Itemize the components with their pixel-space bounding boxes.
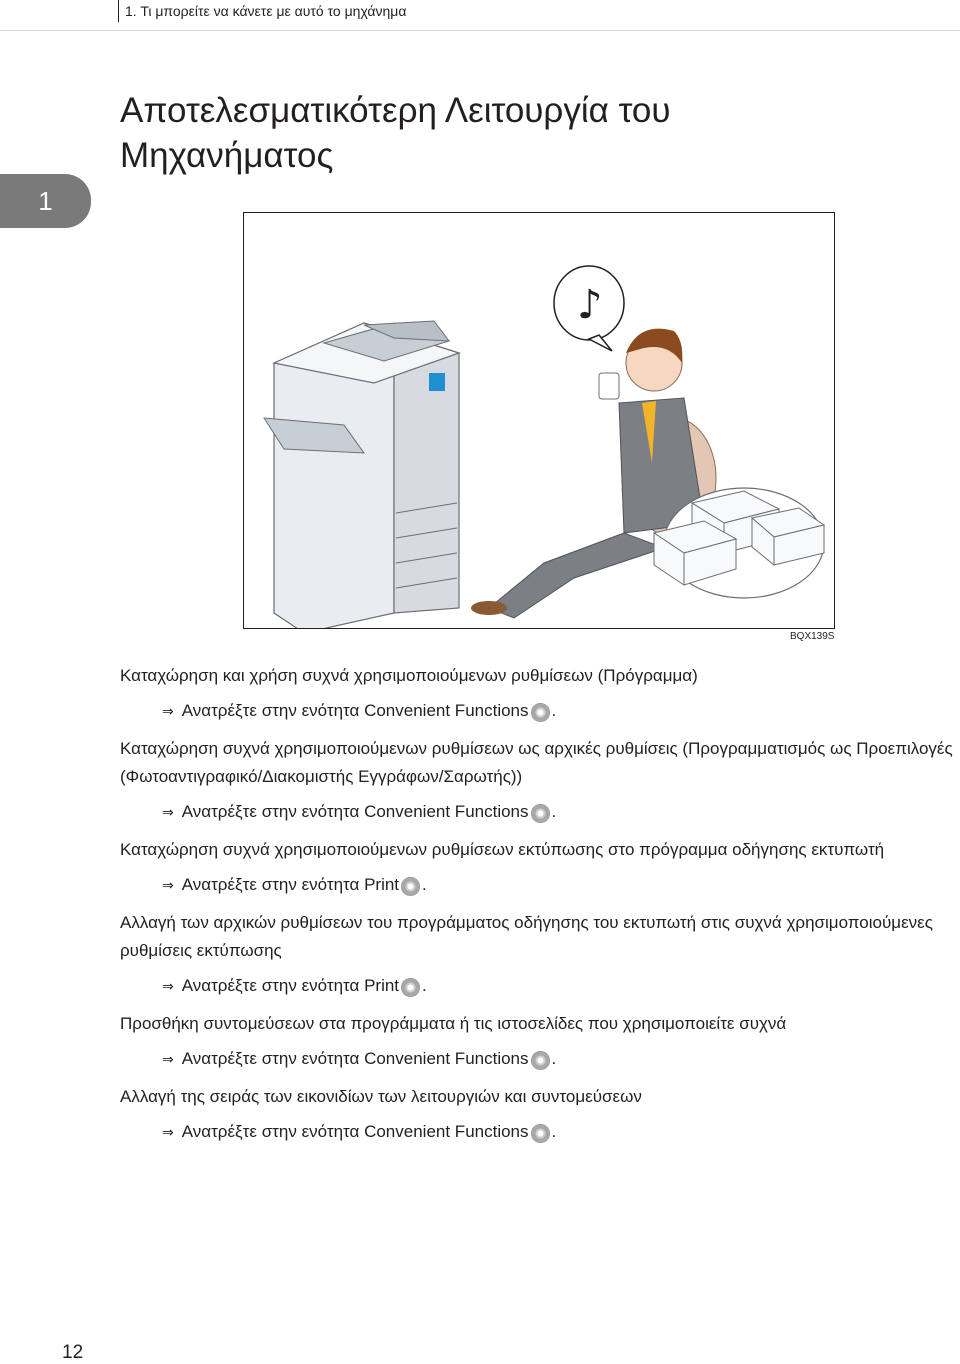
cd-icon (401, 977, 421, 997)
section-heading: Αλλαγή των αρχικών ρυθμίσεων του προγράμ… (120, 913, 933, 960)
reference-prefix: Ανατρέξτε στην ενότητα (181, 1049, 360, 1068)
section-heading: Αλλαγή της σειράς των εικονιδίων των λει… (120, 1087, 642, 1106)
section-shortcuts: Προσθήκη συντομεύσεων στα προγράμματα ή … (120, 1010, 960, 1073)
chapter-tab: 1 (0, 174, 91, 228)
coffee-cup (598, 372, 620, 400)
cd-icon (401, 876, 421, 896)
reference-line: ⇒ Ανατρέξτε στην ενότητα Print. (162, 972, 960, 1000)
reference-prefix: Ανατρέξτε στην ενότητα (181, 875, 360, 894)
music-note-icon: ♪ (577, 282, 603, 328)
arrow-icon: ⇒ (162, 804, 174, 820)
arrow-icon: ⇒ (162, 1124, 174, 1140)
person-shoe (471, 601, 507, 615)
reference-link[interactable]: Print (364, 976, 400, 995)
reference-link[interactable]: Convenient Functions (364, 1049, 529, 1068)
copier-feeder (363, 320, 451, 342)
reference-link[interactable]: Convenient Functions (364, 701, 529, 720)
page-number: 12 (62, 1342, 84, 1363)
section-icon-order: Αλλαγή της σειράς των εικονιδίων των λει… (120, 1083, 960, 1146)
reference-link[interactable]: Convenient Functions (364, 1122, 529, 1141)
section-printer-driver-defaults: Αλλαγή των αρχικών ρυθμίσεων του προγράμ… (120, 909, 960, 1000)
page-title: Αποτελεσματικότερη Λειτουργία του Μηχανή… (120, 91, 671, 175)
reference-line: ⇒ Ανατρέξτε στην ενότητα Convenient Func… (162, 1045, 960, 1073)
figure-code: BQX139S (790, 631, 835, 642)
office-illustration: ♪ (263, 265, 826, 628)
copier-panel-blue (429, 373, 445, 391)
section-program-defaults: Καταχώρηση συχνά χρησιμοποιούμενων ρυθμί… (120, 735, 960, 826)
copier-drawers (395, 502, 458, 589)
header-divider (0, 30, 960, 31)
reference-line: ⇒ Ανατρέξτε στην ενότητα Convenient Func… (162, 1118, 960, 1146)
content: Καταχώρηση και χρήση συχνά χρησιμοποιούμ… (120, 662, 960, 1156)
person-tie (642, 401, 656, 463)
person-legs (488, 532, 666, 619)
illustration-figure: ♪ (243, 212, 835, 629)
section-printer-driver-settings: Καταχώρηση συχνά χρησιμοποιούμενων ρυθμί… (120, 836, 960, 899)
arrow-icon: ⇒ (162, 703, 174, 719)
running-header: 1. Τι μπορείτε να κάνετε με αυτό το μηχά… (118, 0, 960, 22)
paper-stacks (652, 490, 826, 586)
reference-prefix: Ανατρέξτε στην ενότητα (181, 1122, 360, 1141)
section-heading: Καταχώρηση συχνά χρησιμοποιούμενων ρυθμί… (120, 739, 953, 786)
cd-icon (530, 1123, 550, 1143)
section-heading: Καταχώρηση συχνά χρησιμοποιούμενων ρυθμί… (120, 840, 885, 859)
arrow-icon: ⇒ (162, 978, 174, 994)
section-heading: Καταχώρηση και χρήση συχνά χρησιμοποιούμ… (120, 666, 698, 685)
cd-icon (530, 702, 550, 722)
reference-prefix: Ανατρέξτε στην ενότητα (181, 701, 360, 720)
arrow-icon: ⇒ (162, 877, 174, 893)
cd-icon (530, 803, 550, 823)
section-heading: Προσθήκη συντομεύσεων στα προγράμματα ή … (120, 1014, 787, 1033)
reference-link[interactable]: Convenient Functions (364, 802, 529, 821)
copier-output-tray (263, 417, 366, 454)
speech-bubble (553, 265, 625, 341)
section-program: Καταχώρηση και χρήση συχνά χρησιμοποιούμ… (120, 662, 960, 725)
person-hair (626, 328, 683, 363)
reference-line: ⇒ Ανατρέξτε στην ενότητα Convenient Func… (162, 697, 960, 725)
arrow-icon: ⇒ (162, 1051, 174, 1067)
cd-icon (530, 1050, 550, 1070)
reference-prefix: Ανατρέξτε στην ενότητα (181, 976, 360, 995)
reference-prefix: Ανατρέξτε στην ενότητα (181, 802, 360, 821)
reference-link[interactable]: Print (364, 875, 400, 894)
reference-line: ⇒ Ανατρέξτε στην ενότητα Convenient Func… (162, 798, 960, 826)
reference-line: ⇒ Ανατρέξτε στην ενότητα Print. (162, 871, 960, 899)
